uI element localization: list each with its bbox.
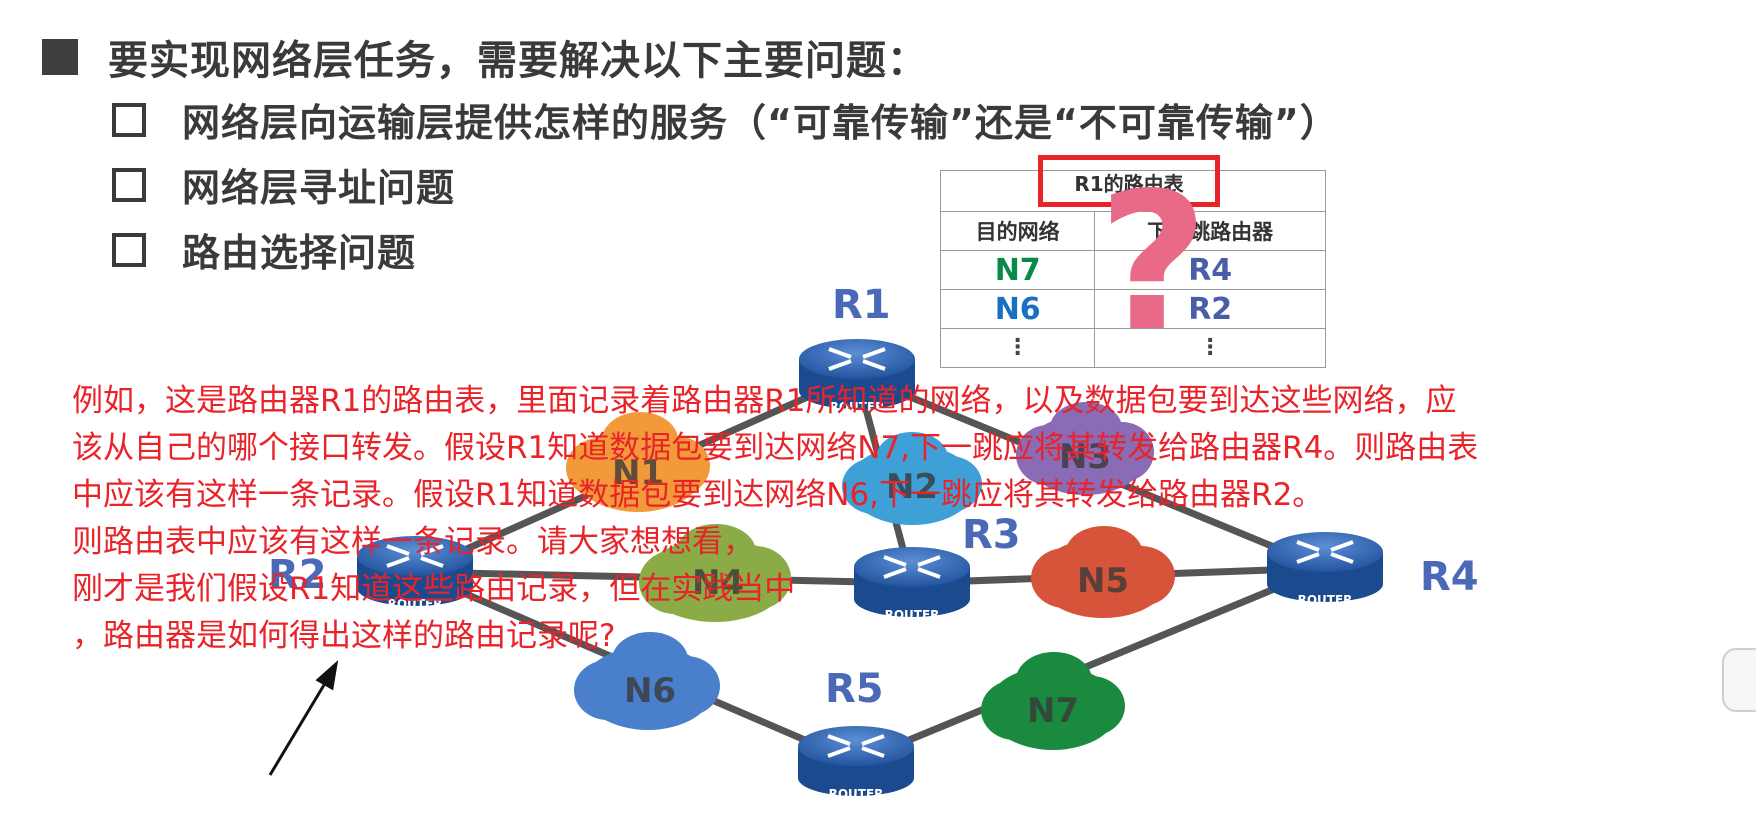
- caption-line: 中应该有这样一条记录。假设R1知道数据包要到达网络N6,下一跳应将其转发给路由器…: [72, 477, 1324, 513]
- router-label-r2: R2: [268, 552, 327, 598]
- network-label-n4: N4: [692, 563, 744, 603]
- router-arrows-icon: [828, 347, 886, 371]
- caption-line: 该从自己的哪个接口转发。假设R1知道数据包要到达网络N7,下一跳应将其转发给路由…: [72, 430, 1479, 466]
- router-badge: ROUTER: [829, 787, 884, 801]
- router-label-r1: R1: [832, 282, 891, 328]
- bullet-item-label: 网络层寻址问题: [182, 166, 456, 210]
- routers: ROUTER ROUTER ROUTER: [357, 339, 1383, 801]
- routing-table-next: R2: [1094, 289, 1326, 329]
- annotation-arrow: [268, 660, 339, 776]
- cloud-n3: [1016, 402, 1154, 495]
- router-label-r4: R4: [1420, 554, 1479, 600]
- caption-line: 则路由表中应该有这样一条记录。请大家想想看，: [72, 524, 754, 560]
- router-r4: ROUTER: [1267, 532, 1383, 607]
- caption-line: ，路由器是如何得出这样的路由记录呢?: [72, 618, 616, 654]
- router-badge: ROUTER: [388, 597, 443, 611]
- bullet-item-addressing: 网络层寻址问题: [112, 157, 455, 212]
- caption-line: 刚才是我们假设R1知道这些路由记录，但在实践当中: [72, 571, 796, 607]
- bullet-item-routing: 路由选择问题: [112, 222, 416, 277]
- cloud-n2: [842, 432, 982, 525]
- narration-caption: 例如，这是路由器R1的路由表，里面记录着路由器R1所知道的网络，以及数据包要到达…: [72, 378, 1752, 660]
- router-arrows-icon: [827, 734, 885, 758]
- table-row: ⋮ ⋮: [939, 328, 1326, 368]
- checkbox-icon: [112, 102, 146, 137]
- slide-heading-row: 要实现网络层任务，需要解决以下主要问题：: [42, 28, 928, 86]
- cloud-n6: [574, 632, 720, 730]
- router-r2: ROUTER: [357, 536, 473, 611]
- router-r1: ROUTER: [799, 339, 915, 414]
- routing-table-header-next: 下一跳路由器: [1094, 211, 1326, 251]
- checkbox-icon: [112, 232, 146, 267]
- network-label-n7: N7: [1027, 691, 1079, 731]
- title-highlight-box: [1038, 155, 1220, 207]
- network-label-n3: N3: [1059, 437, 1111, 477]
- bullet-item-service: 网络层向运输层提供怎样的服务（“可靠传输”还是“不可靠传输”）: [112, 92, 1339, 147]
- side-panel-button[interactable]: [1722, 648, 1756, 712]
- network-label-n2: N2: [886, 467, 938, 507]
- router-label-r3: R3: [962, 512, 1021, 558]
- question-mark: ?: [1098, 152, 1209, 373]
- routing-table-next: R4: [1094, 250, 1326, 290]
- router-badge: ROUTER: [830, 400, 885, 414]
- router-arrows-icon: [883, 555, 941, 579]
- router-labels: R1 R2 R3 R4 R5: [268, 282, 1479, 712]
- router-badge: ROUTER: [1298, 593, 1353, 607]
- caption-line: 例如，这是路由器R1的路由表，里面记录着路由器R1所知道的网络，以及数据包要到达…: [72, 383, 1457, 419]
- cloud-n4: [639, 524, 791, 622]
- slide-heading: 要实现网络层任务，需要解决以下主要问题：: [108, 38, 928, 84]
- cloud-n7: [981, 652, 1125, 750]
- bullet-item-label: 路由选择问题: [182, 231, 417, 275]
- network-label-n1: N1: [612, 453, 664, 493]
- router-r5: ROUTER: [798, 726, 914, 801]
- routing-table-dest: N6: [939, 289, 1096, 329]
- routing-table-dest: N7: [939, 250, 1096, 290]
- bullet-item-label: 网络层向运输层提供怎样的服务（“可靠传输”还是“不可靠传输”）: [182, 101, 1339, 145]
- network-label-n5: N5: [1077, 561, 1129, 601]
- cloud-n5: [1031, 526, 1175, 618]
- link-r5-r4: [852, 564, 1329, 766]
- router-label-r5: R5: [825, 666, 884, 712]
- network-clouds: [566, 402, 1175, 750]
- routing-table-title: R1的路由表: [1074, 172, 1184, 196]
- router-arrows-icon: [1296, 540, 1354, 564]
- cloud-n1: [566, 412, 710, 512]
- table-row: N7 R4: [939, 250, 1326, 290]
- network-label-n6: N6: [624, 671, 676, 711]
- routing-table-ellipsis: ⋮: [939, 328, 1096, 368]
- routing-table: 目的网络 下一跳路由器 N7 R4 N6 R2 ⋮ ⋮: [939, 170, 1326, 368]
- router-badge: ROUTER: [885, 608, 940, 622]
- router-arrows-icon: [386, 544, 444, 568]
- router-r3: ROUTER: [854, 547, 970, 622]
- routing-table-header-dest: 目的网络: [939, 211, 1096, 251]
- checkbox-icon: [112, 167, 146, 202]
- routing-table-ellipsis: ⋮: [1094, 328, 1326, 368]
- square-bullet-icon: [42, 39, 78, 75]
- table-row: N6 R2: [939, 289, 1326, 329]
- network-labels: N1 N2 N3 N4 N5 N6 N7: [612, 437, 1129, 731]
